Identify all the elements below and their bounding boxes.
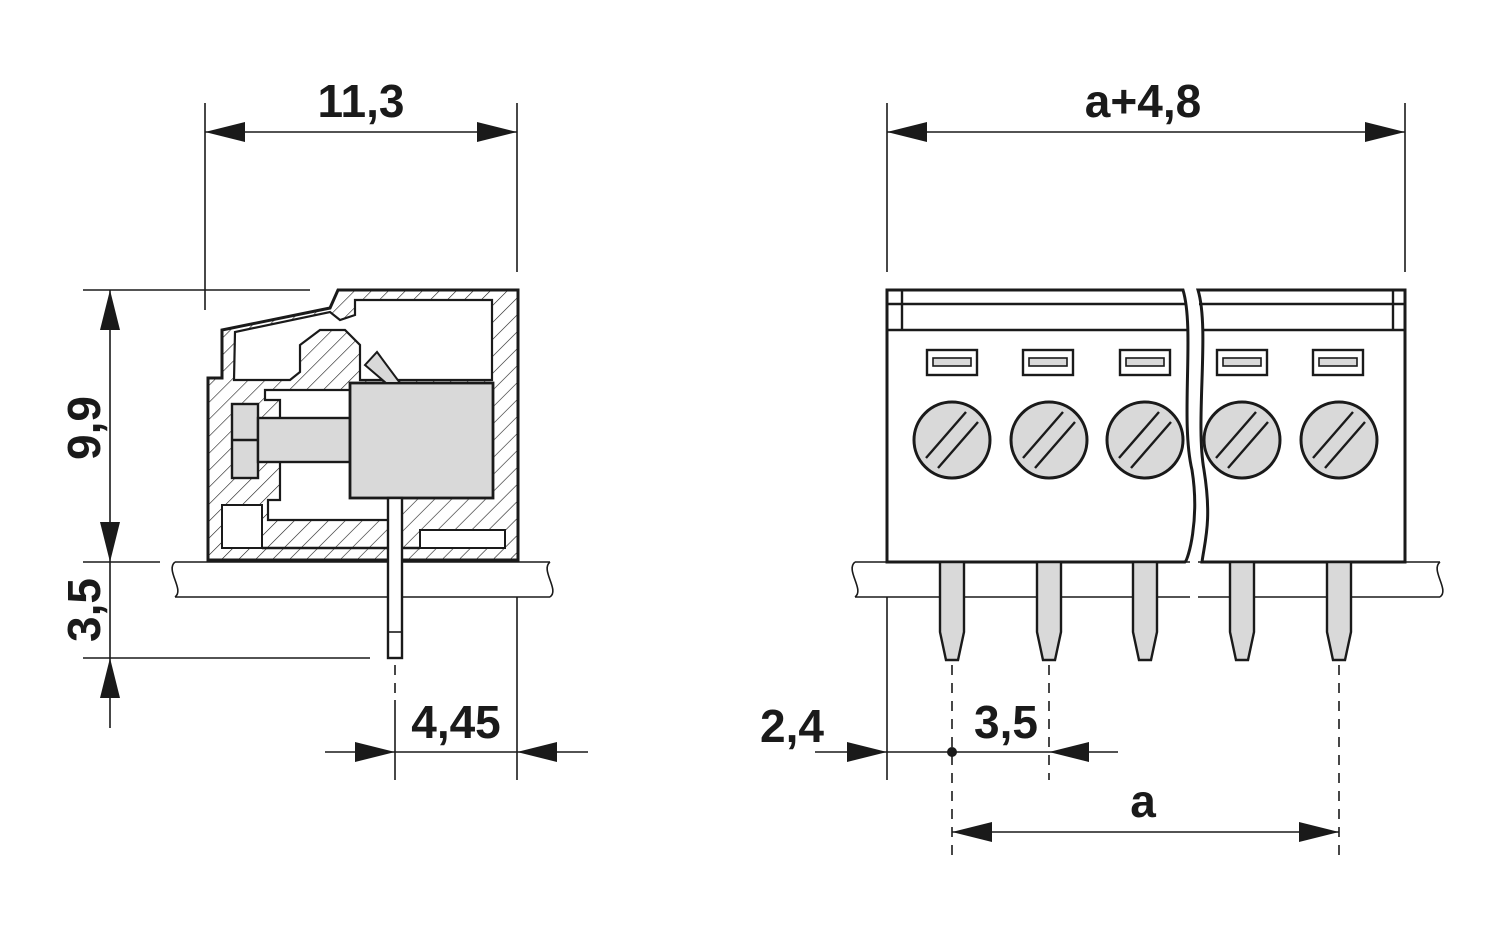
dimension-pin-offset: 4,45 xyxy=(325,597,588,780)
dimension-height: 9,9 xyxy=(58,289,310,563)
pin-offset-label: 4,45 xyxy=(411,696,501,748)
width-label: 11,3 xyxy=(318,75,405,127)
pin-length-label: 3,5 xyxy=(58,578,110,642)
dimension-width: 11,3 xyxy=(204,75,518,310)
pin-side xyxy=(386,496,404,700)
dimension-span: a xyxy=(952,775,1339,842)
release-slots xyxy=(925,348,1365,377)
pitch-label: 3,5 xyxy=(974,696,1038,748)
screw-head-icon xyxy=(1009,400,1089,480)
pcb-board-side xyxy=(171,561,554,598)
pin xyxy=(1131,560,1159,662)
pin xyxy=(1325,560,1353,662)
screw-head-icon xyxy=(912,400,992,480)
edge-offset-label: 2,4 xyxy=(760,700,824,752)
screw-side xyxy=(230,402,352,480)
span-label: a xyxy=(1130,775,1156,827)
dimension-offset-pitch: 2,4 3,5 xyxy=(760,597,1118,780)
side-view: 11,3 9,9 3,5 4,45 xyxy=(58,75,588,780)
dimension-pin-length: 3,5 xyxy=(58,562,370,728)
screw-head-icon xyxy=(1202,400,1282,480)
height-label: 9,9 xyxy=(58,396,110,460)
front-view: a+4,8 2,4 3,5 a xyxy=(760,75,1444,860)
screw-head-icon xyxy=(1105,400,1185,480)
pin xyxy=(938,560,966,662)
pin xyxy=(1035,560,1063,662)
pin xyxy=(1228,560,1256,662)
dimension-overall-width: a+4,8 xyxy=(886,75,1406,272)
screw-heads xyxy=(912,400,1379,480)
overall-width-label: a+4,8 xyxy=(1085,75,1201,127)
clamp-block xyxy=(348,350,495,500)
screw-head-icon xyxy=(1299,400,1379,480)
